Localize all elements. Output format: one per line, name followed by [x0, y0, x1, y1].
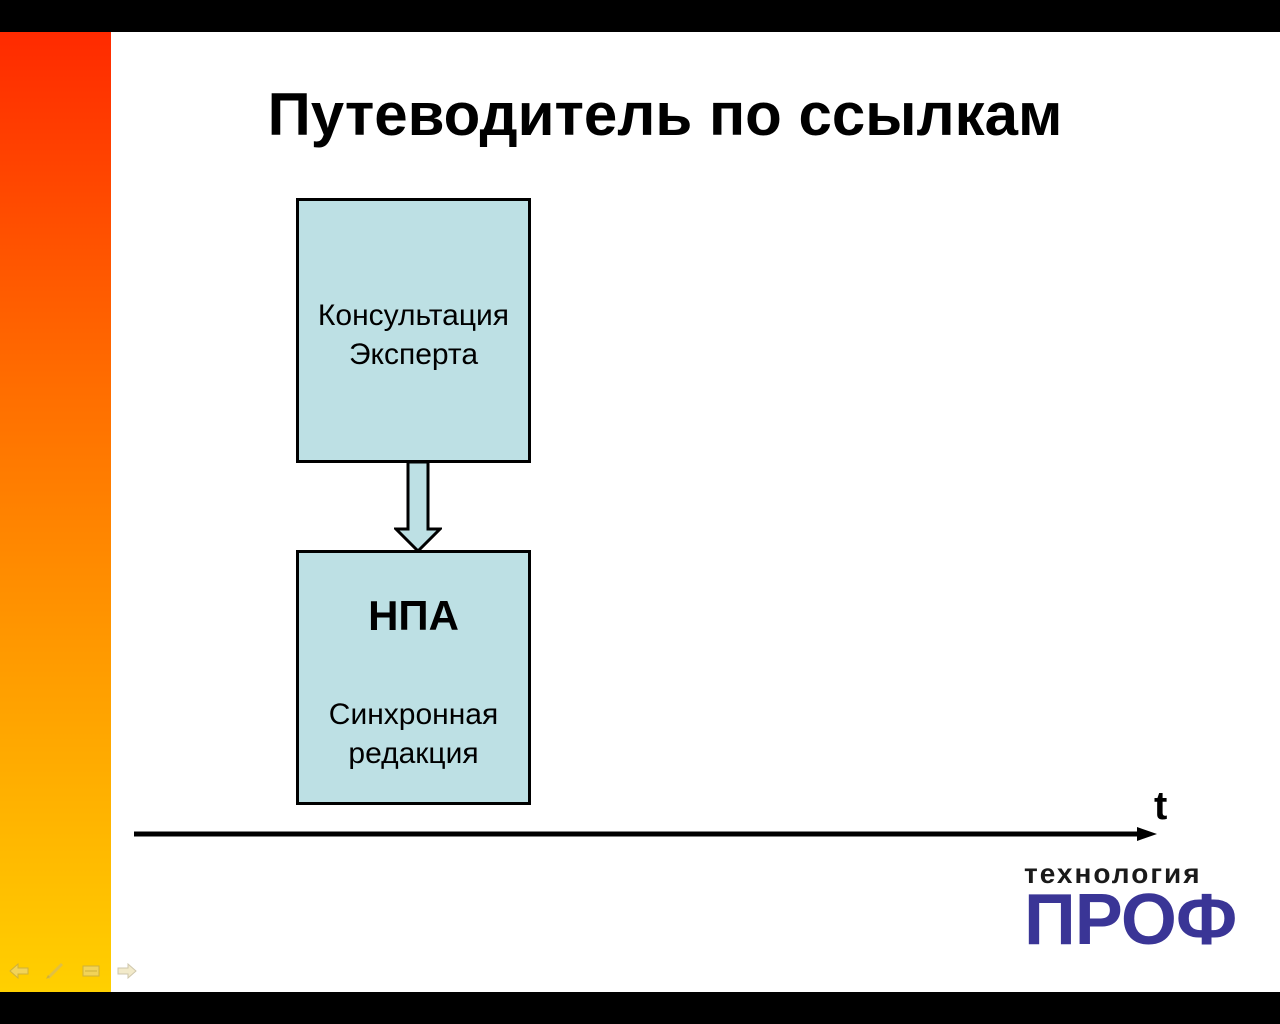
consultation-line-1: Консультация: [317, 299, 510, 332]
npa-sub-label: Синхронная редакция: [299, 695, 528, 773]
slide-title: Путеводитель по ссылкам: [267, 81, 1063, 148]
pen-icon[interactable]: [44, 961, 66, 981]
consultation-box: Консультация Эксперта: [296, 198, 531, 463]
consultation-line-2: Эксперта: [348, 338, 479, 371]
down-arrow-icon: [394, 461, 442, 553]
npa-heading: НПА: [368, 592, 459, 639]
logo-small-text: технология: [1024, 858, 1202, 889]
menu-icon[interactable]: [80, 961, 102, 981]
decorative-gradient-bar: [0, 32, 111, 992]
slide: Путеводитель по ссылкам Консультация Экс…: [0, 32, 1280, 992]
npa-line-1: Синхронная: [328, 698, 499, 731]
company-logo: технология ПРОФ: [1024, 858, 1237, 960]
arrow-left-icon[interactable]: [8, 961, 30, 981]
arrow-right-icon[interactable]: [116, 961, 138, 981]
slide-nav-controls: [8, 960, 138, 982]
timeline-arrow: [134, 827, 1157, 841]
npa-box: НПА Синхронная редакция: [296, 550, 531, 805]
npa-line-2: редакция: [348, 737, 479, 770]
consultation-label: Консультация Эксперта: [299, 296, 528, 374]
timeline-label: t: [1154, 784, 1168, 828]
logo-big-text: ПРОФ: [1024, 880, 1237, 960]
